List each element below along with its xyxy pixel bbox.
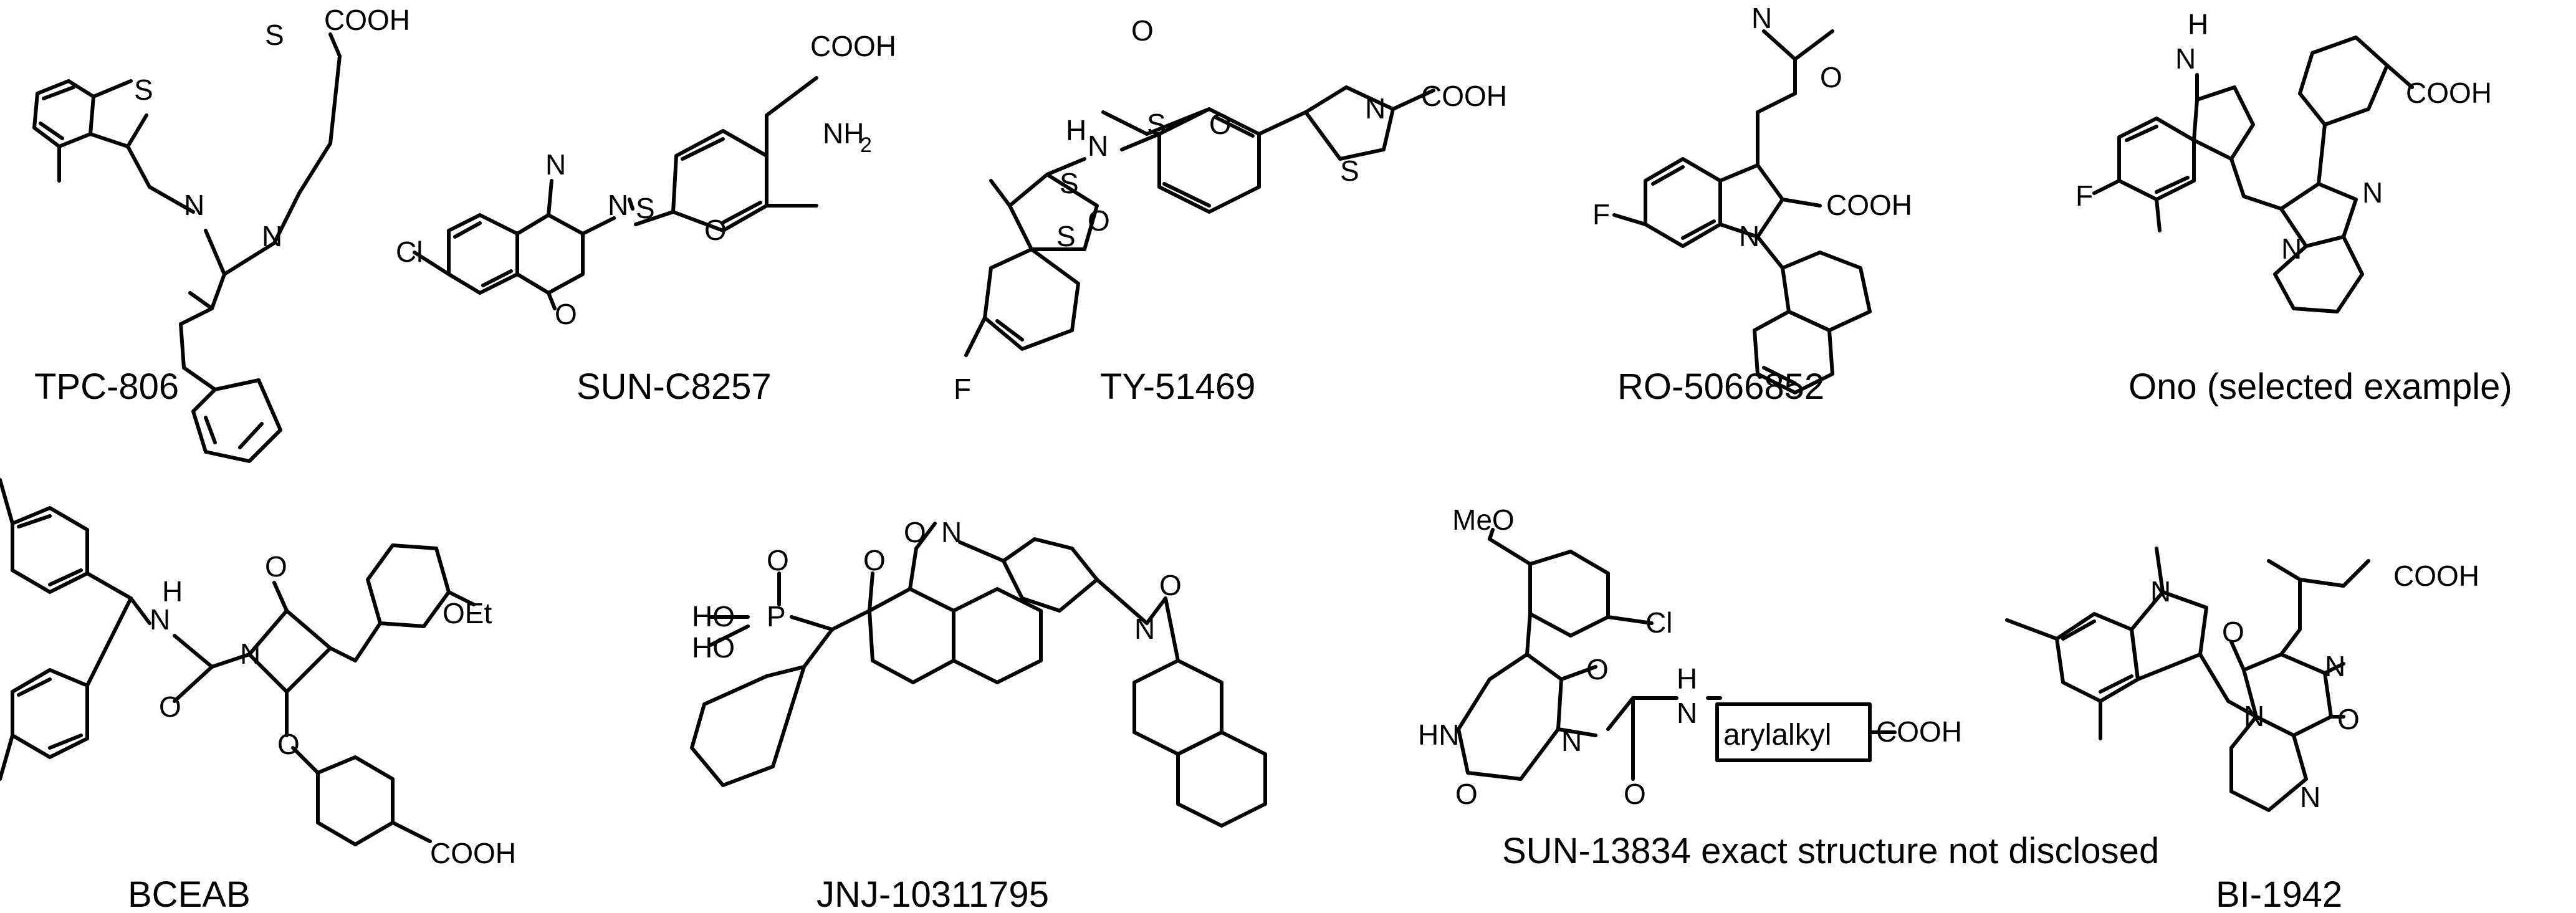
atom-o: O (1088, 204, 1110, 237)
atom-n: N (2300, 781, 2320, 813)
atom-cl: Cl (1645, 606, 1672, 639)
atom-n: N (1561, 725, 1582, 757)
atom-n: N (240, 638, 261, 670)
atom-cooh: COOH (810, 30, 896, 62)
atom-cooh: COOH (1421, 80, 1507, 112)
atom-o: O (1624, 778, 1646, 810)
atom-h: H (162, 575, 183, 608)
compound-label: BCEAB (128, 874, 251, 913)
atom-n: N (2150, 575, 2171, 608)
structure-ro-5066852: N O N F COOH RO-5066852 (1592, 2, 1912, 407)
atom-n: N (2362, 176, 2383, 209)
atom-n: N (262, 220, 282, 252)
atom-n: N (608, 189, 628, 221)
structure-bceab: N H O N O O OEt COOH BCEAB (0, 478, 516, 913)
atom-o: O (277, 728, 300, 760)
atom-cooh: COOH (430, 837, 516, 869)
atom-meo: MeO (1452, 504, 1515, 536)
atom-cooh: COOH (2406, 77, 2492, 109)
structure-bi-1942: N O N O N N COOH BI-1942 (2005, 547, 2479, 913)
atom-o: O (1159, 569, 1182, 601)
atom-o: O (1586, 653, 1609, 686)
atom-cooh: COOH (324, 4, 410, 36)
atom-s: S (1056, 220, 1076, 252)
compound-label: TY-51469 (1100, 366, 1255, 407)
atom-n: N (184, 189, 204, 221)
atom-o: O (767, 544, 789, 576)
atom-n: N (1751, 2, 1772, 34)
atom-oet: OEt (443, 597, 492, 629)
atom-o: O (1131, 14, 1154, 47)
atom-o: O (863, 544, 886, 576)
atom-o: O (1209, 108, 1232, 140)
atom-s: S (1147, 108, 1166, 140)
atom-f: F (2076, 179, 2093, 212)
atom-h: H (1677, 662, 1697, 695)
atom-s: S (265, 19, 284, 51)
compound-label: Ono (selected example) (2128, 366, 2512, 407)
atom-o: O (265, 550, 287, 583)
atom-o: O (904, 516, 926, 548)
atom-n: N (1088, 130, 1108, 162)
atom-f: F (954, 373, 971, 405)
atom-h: H (2188, 8, 2208, 41)
structure-ono: N H F N N COOH Ono (selected example) (2076, 8, 2512, 407)
atom-n: N (2244, 700, 2264, 732)
atom-nh2-sub: 2 (860, 133, 872, 157)
atom-s: S (636, 192, 655, 224)
atom-n: N (1677, 697, 1697, 729)
structure-sun-c8257: S N O N O Cl COOH NH 2 SUN-C8257 (396, 30, 896, 407)
atom-o: O (159, 691, 181, 723)
atom-hn: HN (1418, 719, 1459, 751)
atom-ho: HO (692, 631, 735, 664)
compound-label: SUN-13834 exact structure not disclosed (1502, 831, 2159, 871)
atom-o: O (555, 298, 577, 330)
compound-label: BI-1942 (2216, 874, 2342, 913)
atom-cl: Cl (396, 236, 423, 268)
atom-s: S (1060, 167, 1079, 199)
compound-label: TPC-806 (34, 366, 179, 407)
atom-cooh: COOH (1826, 189, 1912, 221)
atom-o: O (2222, 616, 2244, 648)
atom-p: P (767, 600, 786, 633)
atom-o: O (1820, 61, 1842, 93)
atom-n: N (2281, 232, 2302, 265)
atom-n: N (2175, 42, 2196, 75)
structure-ty-51469: O S O N H S O S F N S COOH TY-51469 (954, 14, 1507, 407)
placeholder-box-label: arylalkyl (1723, 719, 1831, 752)
atom-n: N (545, 148, 566, 181)
atom-o: O (1455, 778, 1478, 810)
atom-cooh: COOH (2393, 560, 2479, 592)
atom-s: S (1340, 155, 1359, 187)
atom-s: S (134, 74, 153, 106)
atom-nh: NH (823, 117, 864, 150)
atom-h: H (1066, 114, 1086, 146)
atom-n: N (1134, 613, 1155, 645)
compound-label: JNJ-10311795 (816, 874, 1049, 913)
atom-n: N (941, 516, 962, 548)
atom-n: N (1739, 220, 1760, 252)
structure-tpc-806: S N N S COOH TPC-806 (32, 4, 410, 463)
compound-label: SUN-C8257 (577, 366, 772, 407)
atom-o: O (2337, 703, 2360, 735)
structure-jnj-10311795: HO HO P O O O N N O JNJ-10311795 (690, 516, 1267, 913)
atom-n: N (150, 603, 170, 636)
atom-n: N (2325, 650, 2345, 682)
atom-cooh: COOH (1876, 715, 1962, 748)
atom-f: F (1592, 198, 1610, 231)
atom-ho: HO (692, 600, 735, 633)
atom-n: N (1365, 92, 1386, 125)
structure-sun-13834: MeO Cl O HN O N O N H arylalkyl COOH SUN… (1418, 504, 2159, 871)
atom-o: O (704, 214, 727, 246)
compound-label: RO-5066852 (1617, 366, 1824, 407)
